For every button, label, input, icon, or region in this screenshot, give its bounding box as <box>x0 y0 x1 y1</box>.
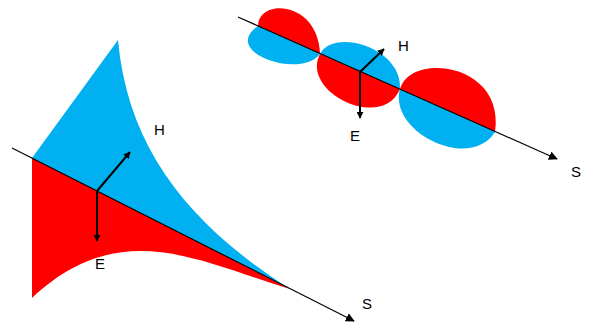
field-label: E <box>350 128 360 143</box>
h-lobe <box>248 26 320 64</box>
field-label: H <box>398 38 409 53</box>
field-label: H <box>154 122 165 137</box>
axis-label: S <box>362 296 372 311</box>
s-axis <box>12 148 354 321</box>
field-label: E <box>95 256 105 271</box>
e-vector <box>359 72 361 118</box>
axis-label: S <box>571 164 581 179</box>
e-field-surface <box>32 158 290 298</box>
h-vector <box>360 49 384 72</box>
e-lobe <box>317 54 400 108</box>
h-lobe <box>399 89 495 148</box>
h-vector <box>97 152 130 191</box>
e-vector <box>96 191 98 241</box>
s-axis <box>238 17 557 159</box>
